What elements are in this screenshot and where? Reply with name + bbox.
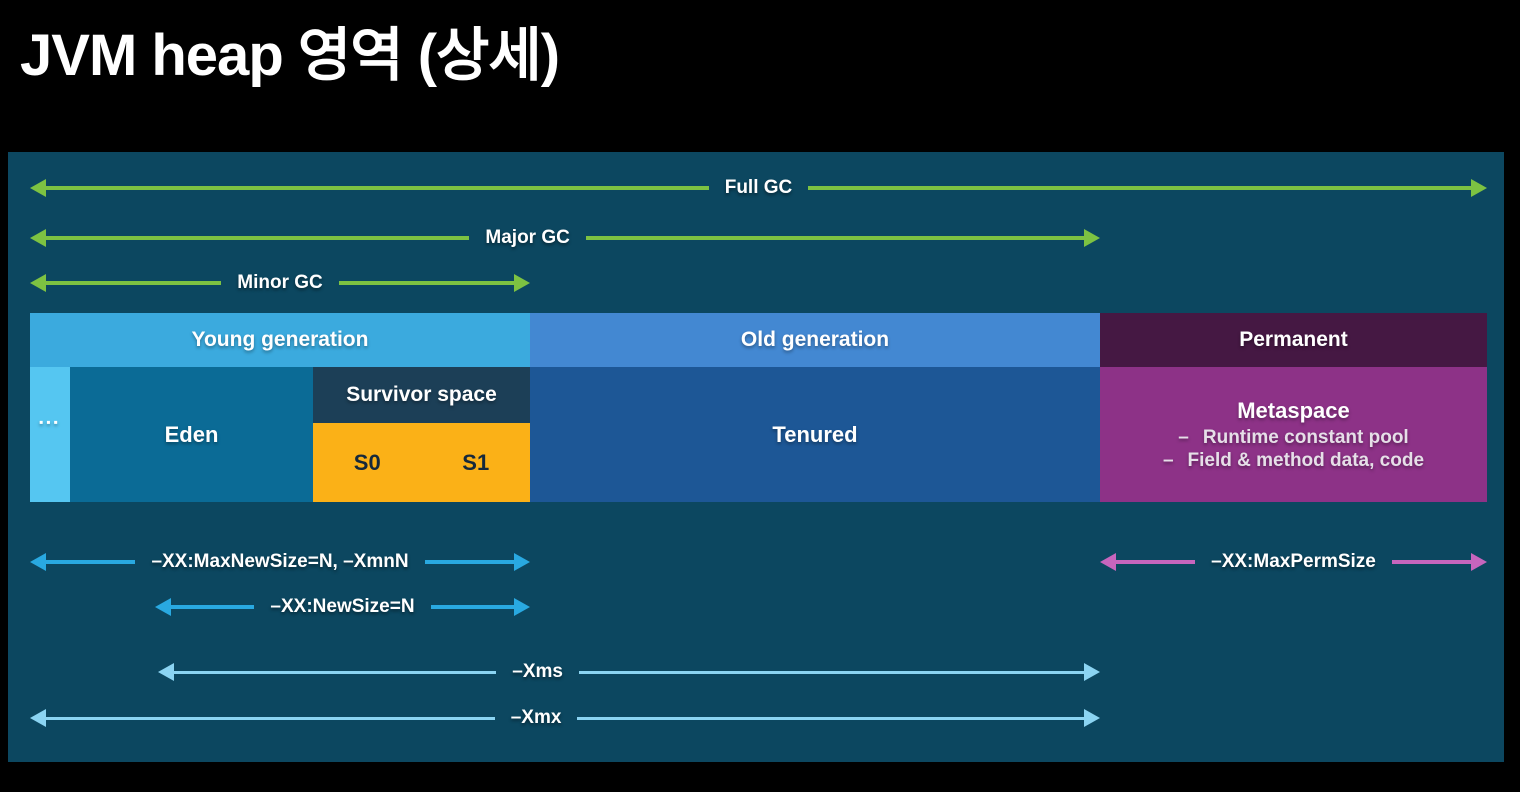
slide-title: JVM heap 영역 (상세) bbox=[20, 23, 560, 88]
survivor-space-region: Survivor space S0 S1 bbox=[313, 367, 530, 502]
xmx-label: –Xmx bbox=[510, 707, 562, 728]
metaspace-title: Metaspace bbox=[1237, 397, 1350, 423]
xmx-arrow: –Xmx bbox=[30, 707, 1100, 729]
minor-gc-label: Minor GC bbox=[237, 272, 323, 293]
metaspace-region: Metaspace – Runtime constant pool – Fiel… bbox=[1100, 367, 1487, 502]
arrowhead-left-icon bbox=[158, 663, 174, 681]
arrow-line bbox=[578, 670, 1084, 674]
arrow-line bbox=[46, 560, 136, 564]
full-gc-label: Full GC bbox=[724, 177, 793, 198]
survivor-space-header: Survivor space bbox=[313, 367, 530, 423]
arrowhead-right-icon bbox=[514, 553, 530, 571]
dash-bullet: – bbox=[1162, 449, 1174, 471]
full-gc-arrow: Full GC bbox=[30, 177, 1487, 199]
old-generation-header: Old generation bbox=[530, 313, 1100, 367]
arrow-line bbox=[808, 186, 1471, 190]
arrowhead-left-icon bbox=[1100, 553, 1116, 571]
arrow-line bbox=[46, 716, 495, 720]
arrowhead-right-icon bbox=[1084, 229, 1100, 247]
metaspace-item: – Field & method data, code bbox=[1163, 450, 1424, 472]
arrowhead-left-icon bbox=[30, 553, 46, 571]
metaspace-item-label: Field & method data, code bbox=[1187, 449, 1425, 471]
major-gc-arrow: Major GC bbox=[30, 227, 1100, 249]
arrow-line bbox=[46, 281, 222, 285]
max-new-size-arrow: –XX:MaxNewSize=N, –XmnN bbox=[30, 551, 530, 573]
max-new-size-label: –XX:MaxNewSize=N, –XmnN bbox=[151, 551, 409, 572]
survivor-s1-region: S1 bbox=[462, 449, 490, 475]
arrow-line bbox=[174, 670, 497, 674]
arrow-line bbox=[46, 236, 470, 240]
arrow-line bbox=[424, 560, 514, 564]
arrowhead-left-icon bbox=[30, 179, 46, 197]
metaspace-item: – Runtime constant pool bbox=[1178, 427, 1408, 449]
young-generation-header: Young generation bbox=[30, 313, 530, 367]
survivor-s0-region: S0 bbox=[353, 449, 381, 475]
arrow-line bbox=[1391, 560, 1471, 564]
arrowhead-right-icon bbox=[1471, 179, 1487, 197]
xms-arrow: –Xms bbox=[158, 661, 1100, 683]
arrowhead-left-icon bbox=[30, 709, 46, 727]
arrowhead-left-icon bbox=[30, 274, 46, 292]
tenured-region: Tenured bbox=[530, 367, 1100, 502]
arrow-line bbox=[430, 605, 514, 609]
heap-diagram-panel: Full GC Major GC Minor GC Young generati… bbox=[8, 152, 1504, 762]
max-perm-size-arrow: –XX:MaxPermSize bbox=[1100, 551, 1487, 573]
arrowhead-right-icon bbox=[1084, 663, 1100, 681]
arrowhead-left-icon bbox=[30, 229, 46, 247]
arrowhead-right-icon bbox=[514, 598, 530, 616]
arrow-line bbox=[338, 281, 514, 285]
minor-gc-arrow: Minor GC bbox=[30, 272, 530, 294]
arrowhead-right-icon bbox=[1471, 553, 1487, 571]
xms-label: –Xms bbox=[512, 661, 563, 682]
arrowhead-right-icon bbox=[1084, 709, 1100, 727]
arrow-line bbox=[577, 716, 1084, 720]
new-size-arrow: –XX:NewSize=N bbox=[155, 596, 530, 618]
dash-bullet: – bbox=[1178, 426, 1189, 448]
arrow-line bbox=[1116, 560, 1196, 564]
eden-region: Eden bbox=[70, 367, 313, 502]
arrowhead-left-icon bbox=[155, 598, 171, 616]
heap-overflow-marker: ▪▪▪ bbox=[30, 367, 70, 502]
new-size-label: –XX:NewSize=N bbox=[270, 596, 415, 617]
survivor-space-body: S0 S1 bbox=[313, 423, 530, 502]
arrow-line bbox=[46, 186, 709, 190]
arrow-line bbox=[171, 605, 255, 609]
permanent-header: Permanent bbox=[1100, 313, 1487, 367]
major-gc-label: Major GC bbox=[485, 227, 570, 248]
arrow-line bbox=[585, 236, 1084, 240]
max-perm-size-label: –XX:MaxPermSize bbox=[1211, 551, 1376, 572]
metaspace-item-label: Runtime constant pool bbox=[1202, 426, 1409, 448]
arrowhead-right-icon bbox=[514, 274, 530, 292]
